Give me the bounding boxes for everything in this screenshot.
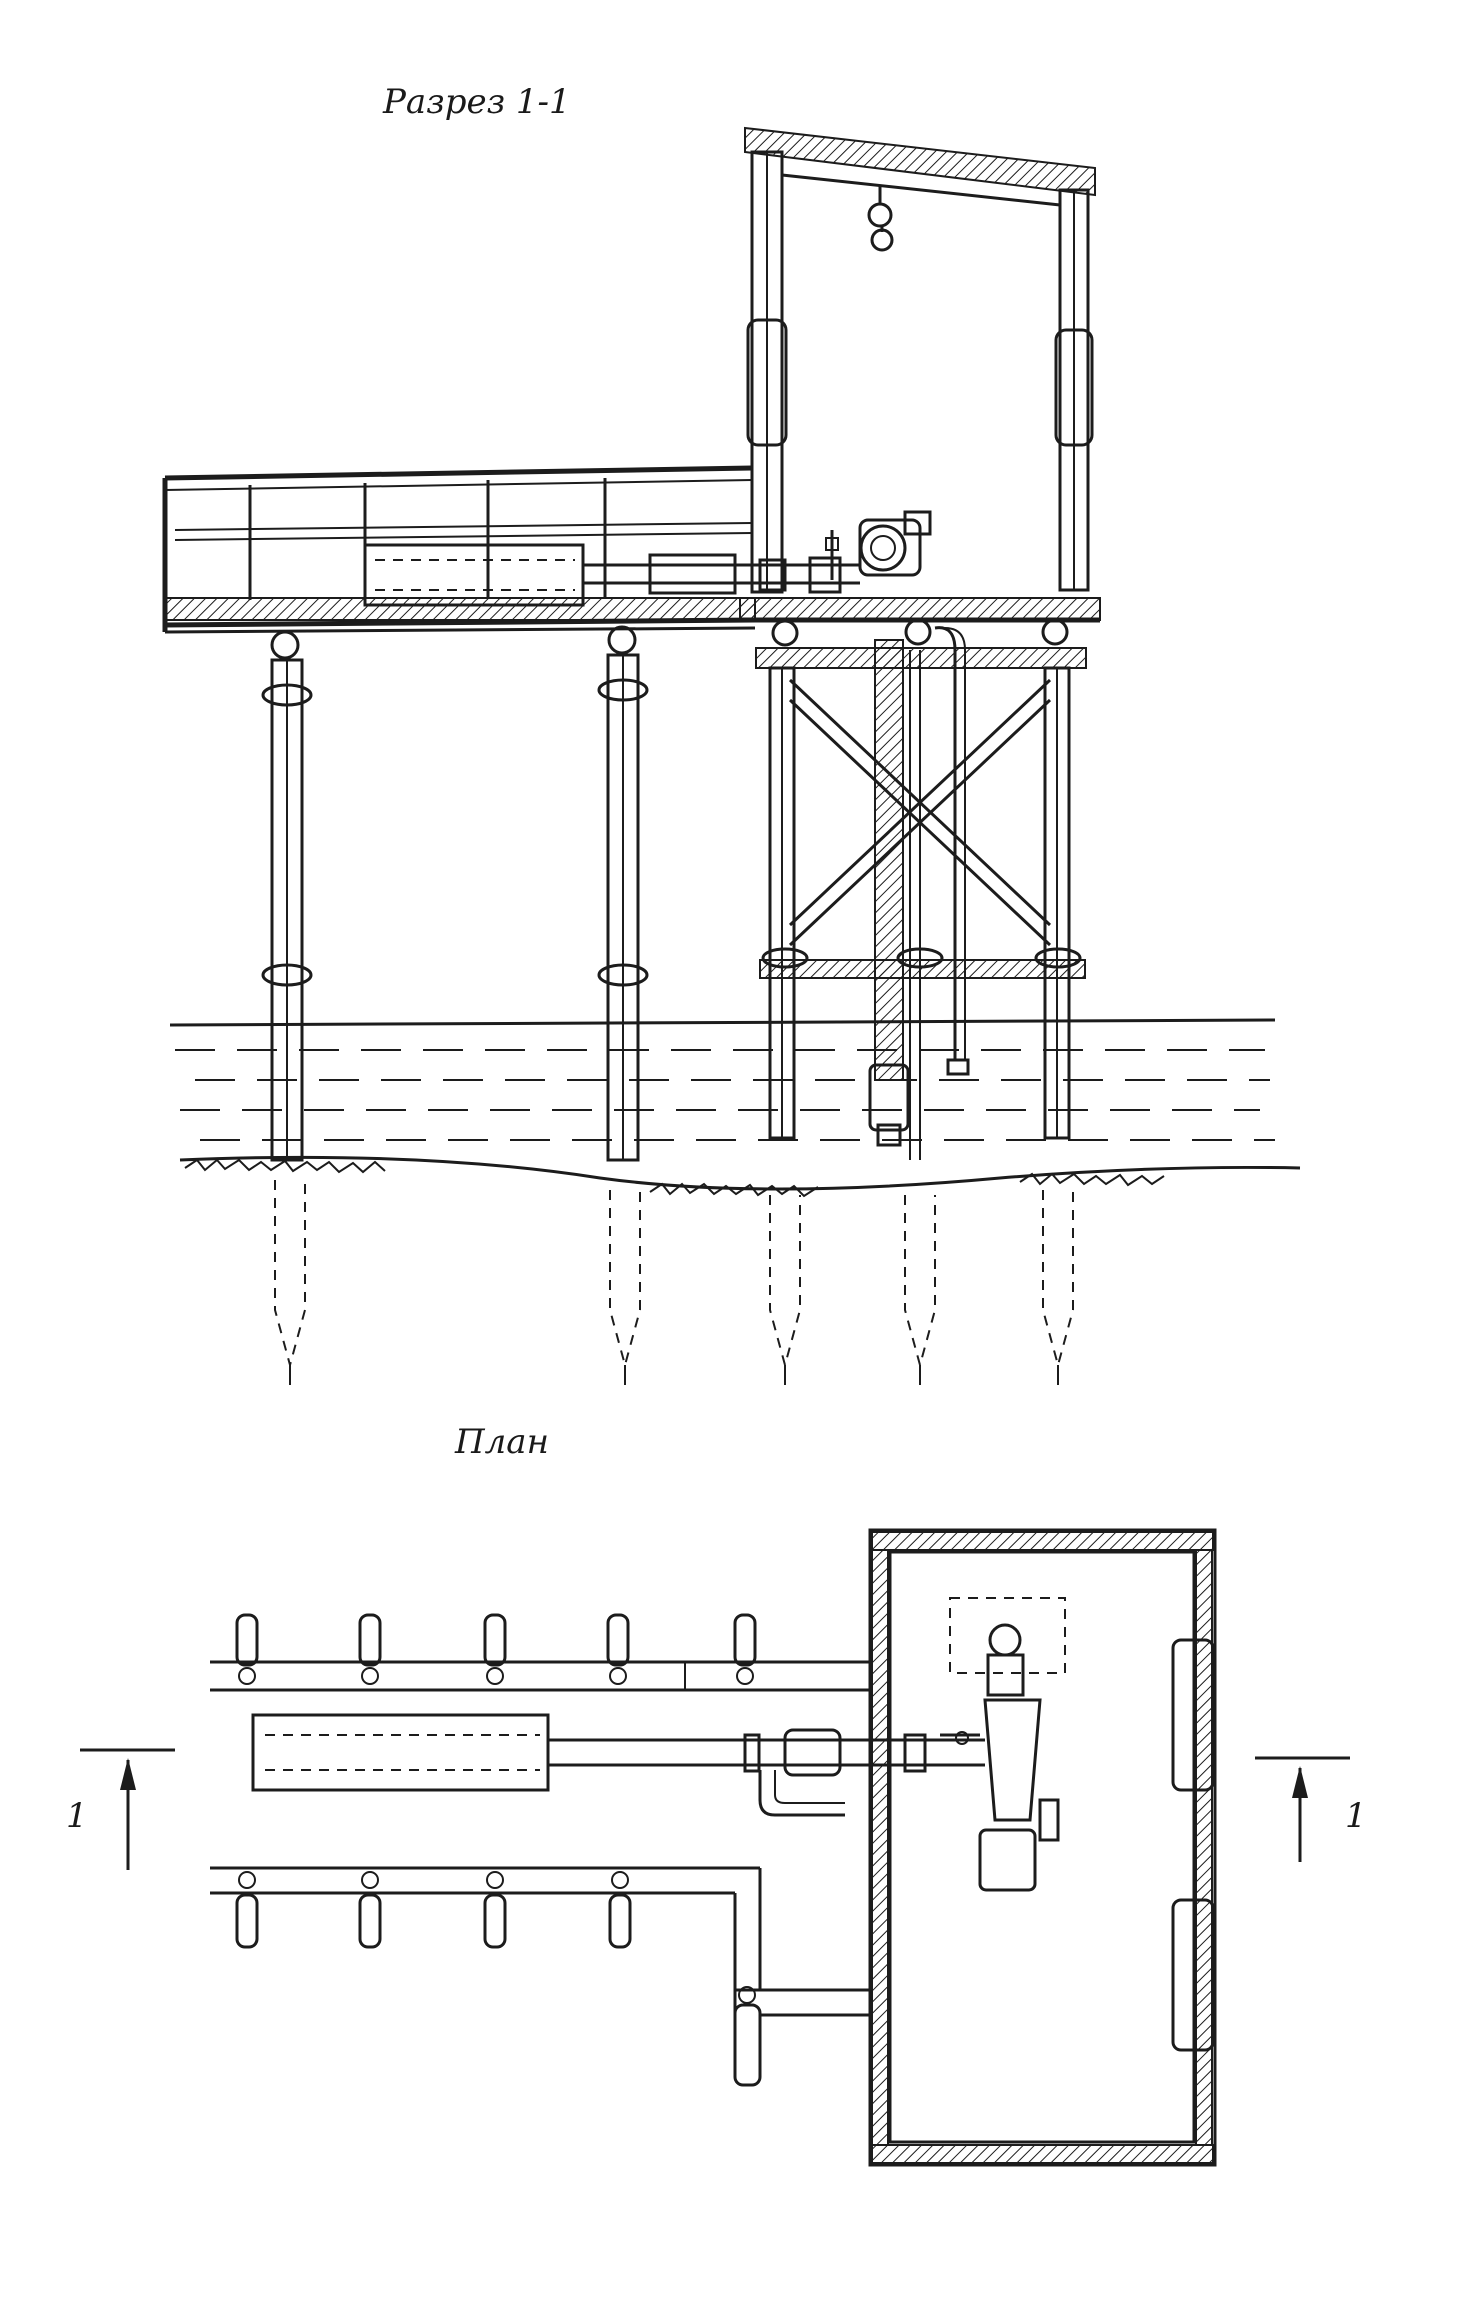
bridge-piles xyxy=(261,653,649,1162)
water-body xyxy=(169,1018,1276,1141)
bridge-beam-lower-plan xyxy=(210,1866,872,2087)
suction-pipe xyxy=(363,543,860,607)
pump-motor-plan xyxy=(940,1597,1066,1892)
suction-pipe-plan xyxy=(251,1713,985,1817)
river-bed xyxy=(179,1155,1301,1198)
station-deck xyxy=(739,597,1101,623)
section-title: Разрез 1-1 xyxy=(383,82,571,122)
access-bridge xyxy=(162,465,756,634)
section-cut-markers xyxy=(80,1748,1350,1870)
pump-unit xyxy=(825,510,932,580)
plan-piles-upper xyxy=(235,1613,757,1685)
section-marker-left: 1 xyxy=(66,1796,88,1836)
section-marker-right: 1 xyxy=(1345,1796,1367,1836)
pile-heads xyxy=(270,618,1069,660)
station-building-plan xyxy=(868,1528,1217,2167)
station-braced-frame xyxy=(755,626,1087,1160)
pile-tips xyxy=(274,1180,1074,1385)
bridge-beam-upper-plan xyxy=(210,1660,872,1692)
section-view xyxy=(162,126,1301,1385)
crane-frame xyxy=(744,126,1096,594)
plan-title: План xyxy=(455,1422,549,1462)
plan-piles-lower xyxy=(235,1871,632,1949)
plan-view xyxy=(80,1528,1350,2167)
